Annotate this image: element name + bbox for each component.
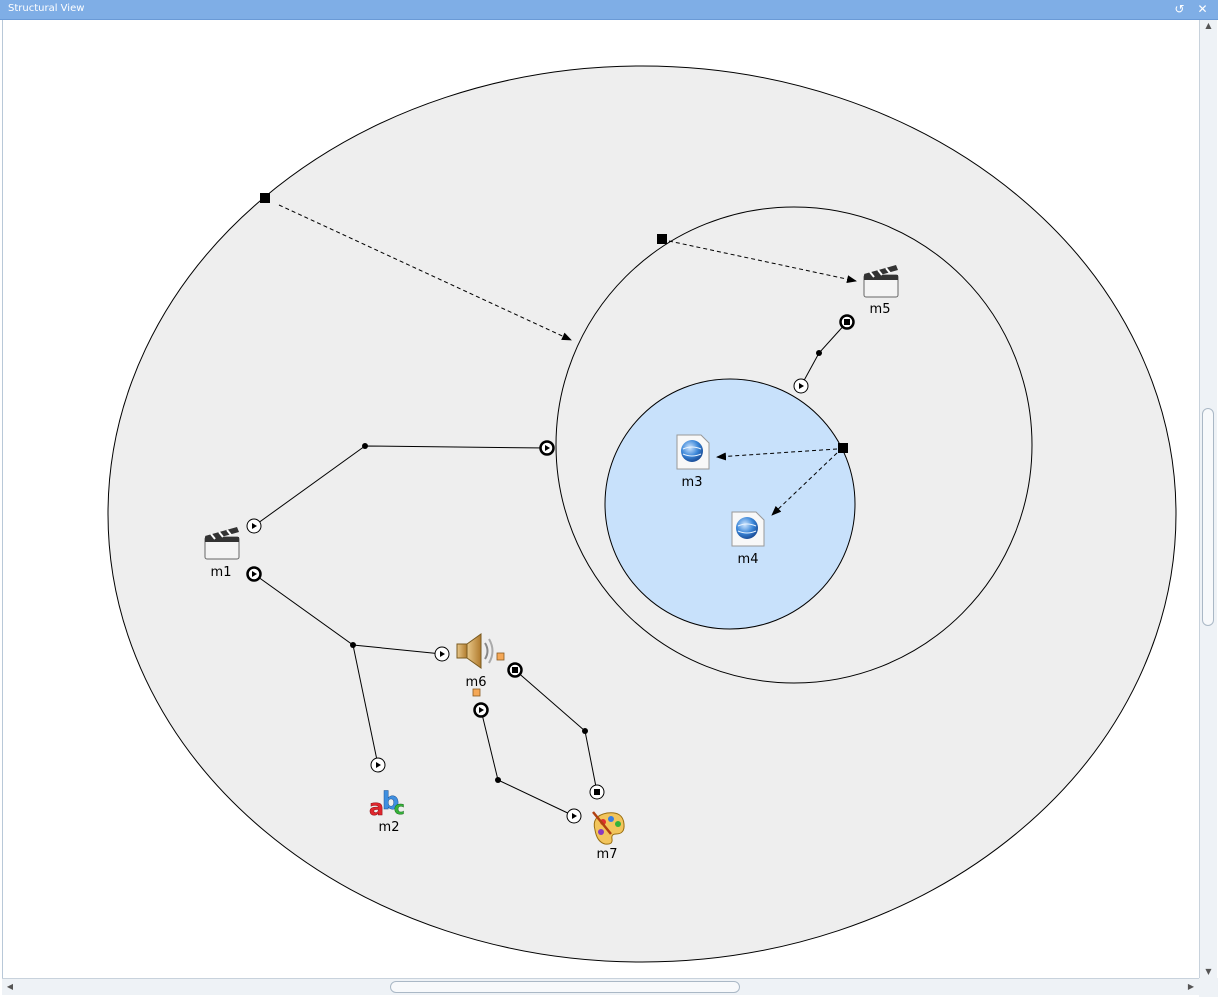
link-m1-to-m2 xyxy=(352,644,379,766)
link-node xyxy=(816,350,822,356)
link-node xyxy=(350,642,356,648)
condition-onbegin-m1[interactable] xyxy=(246,566,262,582)
port-context-outer[interactable] xyxy=(657,234,667,244)
condition-onbegin-m6[interactable] xyxy=(473,702,489,718)
media-label: m1 xyxy=(211,565,232,580)
structural-canvas[interactable]: m1 m5 m3 xyxy=(2,20,1200,978)
condition-onend-m5[interactable] xyxy=(839,314,855,330)
role-start-m2[interactable] xyxy=(370,757,386,773)
vertical-scroll-thumb[interactable] xyxy=(1202,408,1214,626)
clapperboard-icon xyxy=(204,527,240,560)
anchor-marker[interactable] xyxy=(496,652,505,661)
window-title: Structural View xyxy=(8,3,85,14)
media-label: m2 xyxy=(379,820,400,835)
speaker-icon xyxy=(456,633,494,669)
clapperboard-icon xyxy=(863,265,899,298)
horizontal-scrollbar[interactable]: ◀ ▶ xyxy=(2,978,1199,995)
role-start-m6[interactable] xyxy=(434,646,450,662)
media-m7[interactable]: m7 xyxy=(592,811,625,862)
role-start-context[interactable] xyxy=(793,378,809,394)
media-m5[interactable]: m5 xyxy=(863,265,899,317)
horizontal-scroll-thumb[interactable] xyxy=(390,981,740,993)
media-m1[interactable]: m1 xyxy=(204,527,240,580)
role-start-m7[interactable] xyxy=(566,808,582,824)
condition-onbegin-context[interactable] xyxy=(539,440,555,456)
context-inner-circle[interactable] xyxy=(604,378,856,630)
palette-icon xyxy=(592,811,625,845)
condition-onend-m6[interactable] xyxy=(507,662,523,678)
dashed-link-to-m5 xyxy=(668,240,857,284)
media-m2[interactable]: a b c m2 xyxy=(369,787,405,835)
restore-icon[interactable]: ↺ xyxy=(1174,2,1185,16)
scroll-corner xyxy=(1199,978,1218,997)
html-document-icon xyxy=(676,434,710,470)
scroll-up-arrow-icon[interactable]: ▲ xyxy=(1205,21,1212,30)
dashed-link-body-to-context xyxy=(278,204,572,341)
close-icon[interactable]: ✕ xyxy=(1197,2,1208,16)
role-stop-m7[interactable] xyxy=(589,784,605,800)
svg-text:c: c xyxy=(394,798,405,819)
port-body[interactable] xyxy=(260,193,270,203)
port-context-inner[interactable] xyxy=(838,443,848,453)
scroll-right-arrow-icon[interactable]: ▶ xyxy=(1187,982,1195,991)
html-document-icon xyxy=(731,511,765,547)
svg-text:a: a xyxy=(369,796,384,821)
scroll-left-arrow-icon[interactable]: ◀ xyxy=(6,982,14,991)
media-m4[interactable]: m4 xyxy=(731,511,765,567)
media-label: m4 xyxy=(738,552,759,567)
text-abc-icon: a b c xyxy=(369,787,405,822)
media-label: m7 xyxy=(597,847,618,862)
vertical-scrollbar[interactable]: ▲ ▼ xyxy=(1199,20,1217,978)
role-start-m1-link[interactable] xyxy=(246,518,262,534)
title-bar: Structural View ↺ ✕ xyxy=(0,0,1218,20)
anchor-marker[interactable] xyxy=(472,688,481,697)
media-label: m6 xyxy=(466,675,487,690)
media-m6[interactable]: m6 xyxy=(456,633,505,697)
link-node xyxy=(362,443,368,449)
svg-text:b: b xyxy=(382,787,399,815)
link-node xyxy=(582,728,588,734)
dashed-link-to-m4 xyxy=(771,452,838,516)
media-label: m3 xyxy=(682,475,703,490)
scroll-down-arrow-icon[interactable]: ▼ xyxy=(1205,967,1212,976)
media-label: m5 xyxy=(870,302,891,317)
link-node xyxy=(495,777,501,783)
media-m3[interactable]: m3 xyxy=(676,434,710,490)
dashed-link-to-m3 xyxy=(716,448,838,461)
